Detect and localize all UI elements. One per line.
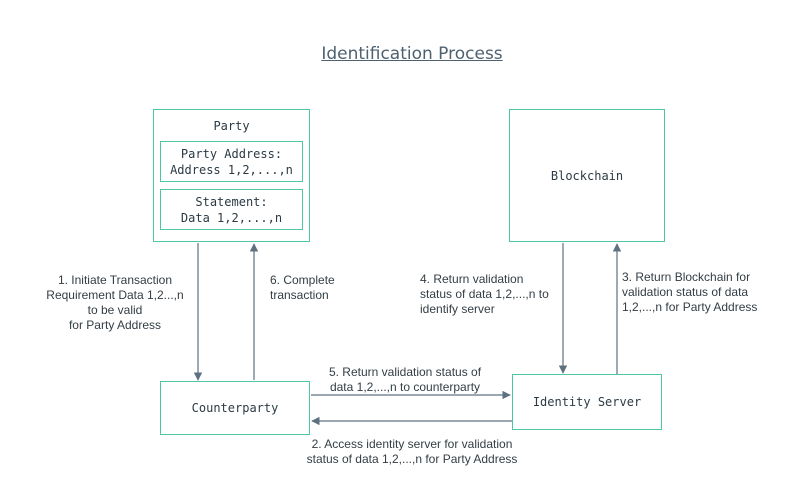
party-address-box: Party Address: Address 1,2,...,n xyxy=(160,141,303,182)
diagram-title: Identification Process xyxy=(321,44,503,64)
step1-label: 1. Initiate Transaction Requirement Data… xyxy=(40,273,190,333)
identity-server-box: Identity Server xyxy=(512,374,662,430)
statement-title: Statement: xyxy=(195,195,268,209)
step3-line1: 3. Return Blockchain for xyxy=(622,270,751,284)
step3-label: 3. Return Blockchain for validation stat… xyxy=(622,270,757,315)
blockchain-box: Blockchain xyxy=(509,109,665,242)
step2-line2: status of data 1,2,...,n for Party Addre… xyxy=(306,452,518,466)
step6-line1: 6. Complete xyxy=(270,273,335,287)
party-label: Party xyxy=(213,119,250,133)
step4-line1: 4. Return validation xyxy=(420,272,524,286)
step4-line3: identify server xyxy=(420,302,495,316)
step3-line2: validation status of data xyxy=(622,285,749,299)
step5-label: 5. Return validation status of data 1,2,… xyxy=(300,365,510,395)
step6-line2: transaction xyxy=(270,288,329,302)
statement-box: Statement: Data 1,2,...,n xyxy=(160,189,303,230)
step1-line1: 1. Initiate Transaction xyxy=(57,273,173,287)
step6-label: 6. Complete transaction xyxy=(270,273,335,303)
blockchain-label: Blockchain xyxy=(550,168,624,183)
step4-line2: status of data 1,2,...,n to xyxy=(420,287,549,301)
step5-line2: data 1,2,...,n to counterparty xyxy=(329,380,481,394)
statement-value: Data 1,2,...,n xyxy=(180,211,283,225)
step5-line1: 5. Return validation status of xyxy=(328,365,482,379)
party-address-title: Party Address: xyxy=(180,147,283,161)
party-box: Party Party Address: Address 1,2,...,n S… xyxy=(153,109,310,242)
step2-line1: 2. Access identity server for validation xyxy=(311,437,513,451)
step3-line3: 1,2,...,n for Party Address xyxy=(622,300,758,314)
identity-server-label: Identity Server xyxy=(532,395,642,409)
step1-line3: to be valid xyxy=(87,303,143,317)
party-address-value: Address 1,2,...,n xyxy=(170,163,293,177)
step1-line2: Requirement Data 1,2...,n xyxy=(46,288,184,302)
step4-label: 4. Return validation status of data 1,2,… xyxy=(420,272,549,317)
step2-label: 2. Access identity server for validation… xyxy=(294,437,530,467)
step1-line4: for Party Address xyxy=(68,318,162,332)
counterparty-box: Counterparty xyxy=(160,381,310,435)
counterparty-label: Counterparty xyxy=(191,401,279,415)
